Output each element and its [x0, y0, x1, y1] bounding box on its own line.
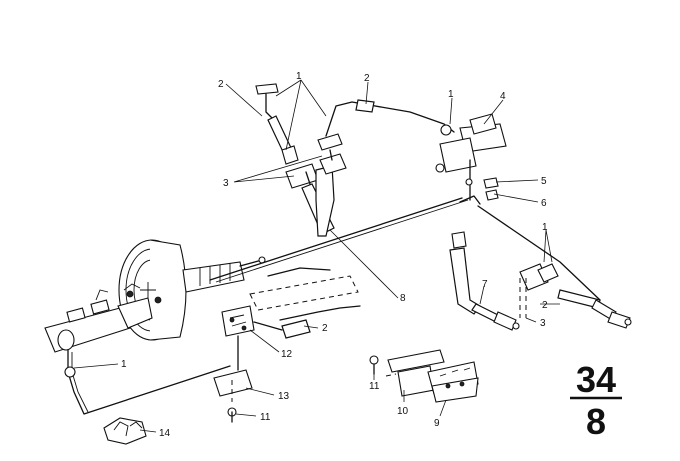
- callout-label: 11: [260, 412, 271, 423]
- right-flex-hose: [519, 263, 632, 329]
- clip-and-screw-lower-left: [213, 369, 253, 423]
- callout-labels: 1 2 2 1 4 3 5 6 1 2 3 7 8 2 12 1 13 11 1…: [121, 71, 548, 439]
- callout-label: 2: [364, 73, 370, 84]
- callout-label: 2: [218, 79, 224, 90]
- lower-brake-line: [64, 349, 231, 415]
- master-cylinder: [44, 283, 162, 353]
- callout-label: 13: [278, 391, 290, 402]
- callout-label: 2: [542, 300, 548, 311]
- diagonal-brake-lines: [209, 197, 601, 301]
- section-number-bottom: 8: [586, 401, 606, 442]
- callout-label: 1: [542, 222, 548, 233]
- right-rear-hose: [449, 231, 520, 331]
- junction-block: [221, 305, 311, 371]
- callout-label: 3: [223, 178, 229, 189]
- callout-label: 3: [540, 318, 546, 329]
- callout-label: 10: [397, 406, 409, 417]
- callout-label: 4: [500, 91, 506, 102]
- callout-label: 7: [482, 279, 488, 290]
- upper-brake-line: [325, 99, 455, 137]
- bottom-bracket-assembly: [369, 349, 479, 403]
- callout-label: 1: [121, 359, 127, 370]
- callout-label: 8: [400, 293, 406, 304]
- callout-label: 6: [541, 198, 547, 209]
- callout-label: 1: [448, 89, 454, 100]
- callout-label: 9: [434, 418, 440, 429]
- section-number-top: 34: [576, 359, 616, 400]
- section-number-badge: 34 8: [570, 359, 622, 442]
- brake-pressure-regulator: [435, 113, 507, 205]
- callout-label: 11: [369, 381, 380, 392]
- leader-lines: [73, 79, 560, 433]
- callout-label: 2: [322, 323, 328, 334]
- callout-label: 1: [296, 71, 302, 82]
- callout-label: 12: [281, 349, 293, 360]
- callout-label: 14: [159, 428, 171, 439]
- pipe-clip: [103, 417, 147, 445]
- left-flex-hose-group: [255, 83, 347, 237]
- callout-label: 5: [541, 176, 547, 187]
- center-line-segment: [249, 267, 361, 321]
